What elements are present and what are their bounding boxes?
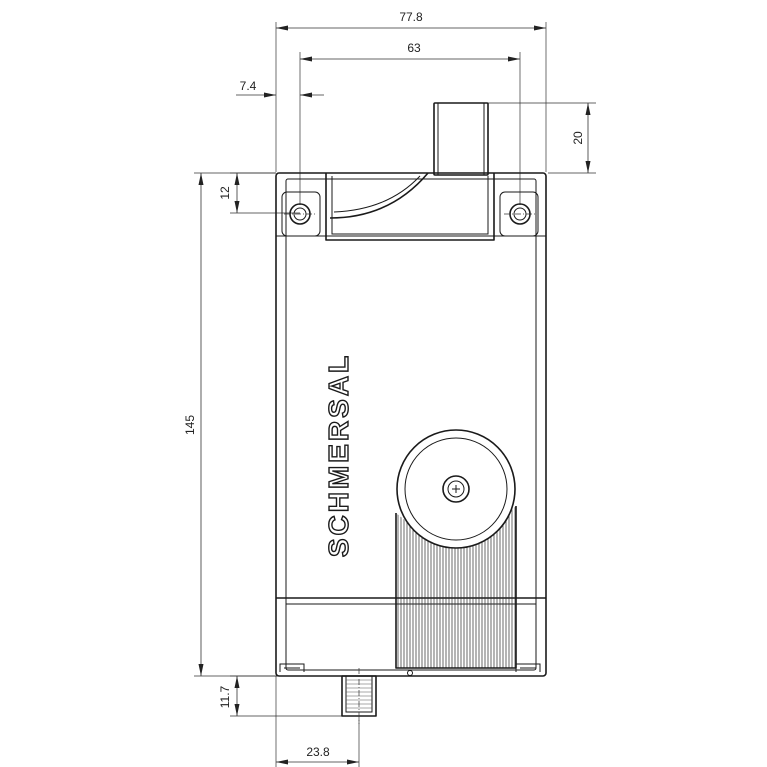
dimension-connector-offset: 23.8: [275, 676, 360, 767]
dimension-label-connector-height: 11.7: [218, 685, 232, 708]
cable-connector: [341, 668, 377, 724]
bottom-notch-left: [279, 663, 305, 672]
actuator-stem: [433, 102, 489, 176]
grip-outline: [395, 506, 517, 669]
dimension-actuator-height: 20: [488, 102, 596, 174]
release-knob: [396, 429, 516, 549]
dimension-label-overall-width: 77.8: [399, 10, 423, 24]
mounting-hole-left: [281, 191, 321, 237]
mounting-hole-right: [499, 191, 539, 237]
dimension-label-overall-height: 145: [183, 415, 197, 435]
dimension-connector-height: 11.7: [218, 675, 342, 717]
bottom-notch-right: [515, 663, 541, 672]
dimension-label-actuator-height: 20: [571, 131, 585, 145]
dimension-overall-width: 77.8: [275, 10, 547, 172]
actuator-slot: [325, 172, 495, 241]
dimension-label-hole-offset-top: 12: [218, 186, 232, 200]
bottom-screw-dot: [407, 670, 413, 676]
dimension-hole-offset-left: 7.4: [236, 79, 324, 98]
dimension-label-connector-offset: 23.8: [306, 745, 330, 759]
dimension-label-hole-offset-left: 7.4: [240, 79, 257, 93]
brand-logo-text: SCHMERSAL: [323, 353, 354, 557]
dimension-overall-height: 145: [183, 172, 278, 677]
dimension-hole-spacing: 63: [299, 41, 521, 205]
switch-housing: [275, 172, 547, 677]
dimension-label-hole-spacing: 63: [407, 41, 421, 55]
